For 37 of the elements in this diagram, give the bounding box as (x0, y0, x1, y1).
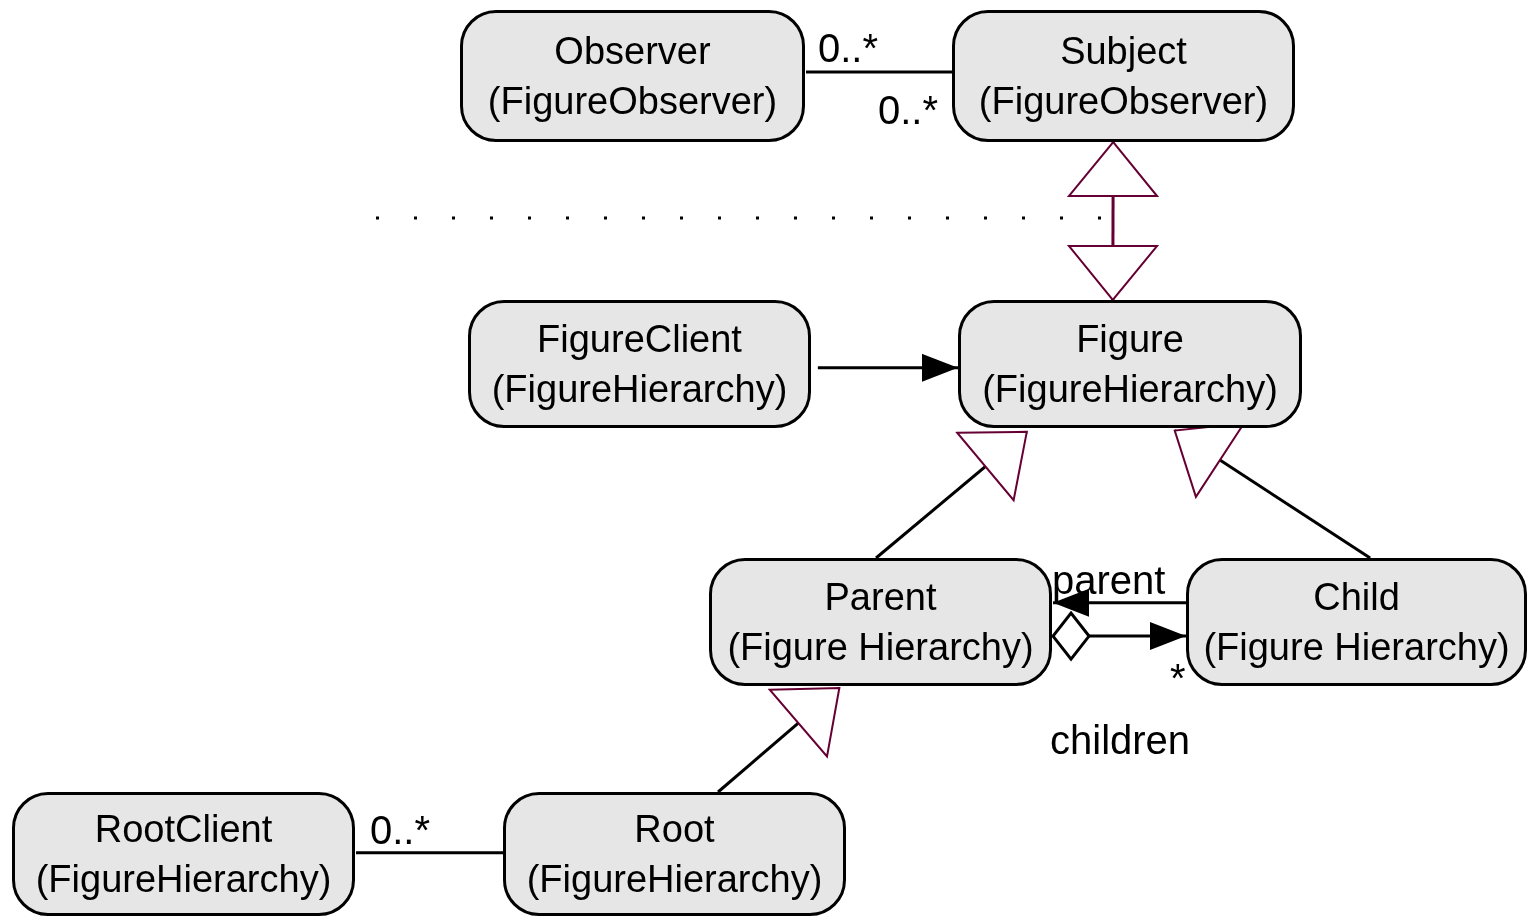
class-name: Observer (554, 29, 711, 74)
package-name: (FigureObserver) (487, 79, 778, 124)
class-box (468, 300, 811, 428)
association-line (806, 70, 952, 74)
class-name: Root (634, 807, 715, 852)
class-name: Child (1313, 575, 1400, 620)
package-name: (FigureHierarchy) (35, 857, 332, 902)
class-name: Figure (1076, 317, 1184, 362)
class-box (503, 792, 846, 916)
package-name: (FigureHierarchy) (491, 367, 788, 412)
package-name: (Figure Hierarchy) (727, 625, 1034, 670)
package-name: (FigureHierarchy) (982, 367, 1278, 412)
role-label: parent (1052, 558, 1166, 602)
class-box (958, 300, 1302, 428)
association-line (356, 851, 503, 855)
class-box (709, 558, 1052, 686)
class-name: Subject (1060, 29, 1187, 74)
multiplicity-label: * (1170, 656, 1186, 700)
class-box (952, 10, 1295, 142)
arrow (1051, 611, 1186, 661)
multiplicity-label: 0..* (370, 808, 431, 852)
class-name: FigureClient (537, 317, 742, 362)
package-name: (FigureObserver) (978, 79, 1269, 124)
class-name: Parent (824, 575, 937, 620)
class-box (460, 10, 805, 142)
class-name: RootClient (94, 807, 273, 852)
arrow (817, 353, 958, 382)
role-label: children (1050, 718, 1191, 762)
package-name: (FigureHierarchy) (526, 857, 823, 902)
class-box (1186, 558, 1527, 686)
class-box (12, 792, 355, 916)
inheritance-arrow (875, 430, 1028, 560)
package-name: (Figure Hierarchy) (1203, 625, 1510, 670)
multiplicity-label: 0..* (878, 88, 939, 132)
inheritance-arrow (1067, 141, 1159, 301)
multiplicity-label: 0..* (818, 26, 879, 70)
inheritance-arrow (717, 686, 841, 794)
